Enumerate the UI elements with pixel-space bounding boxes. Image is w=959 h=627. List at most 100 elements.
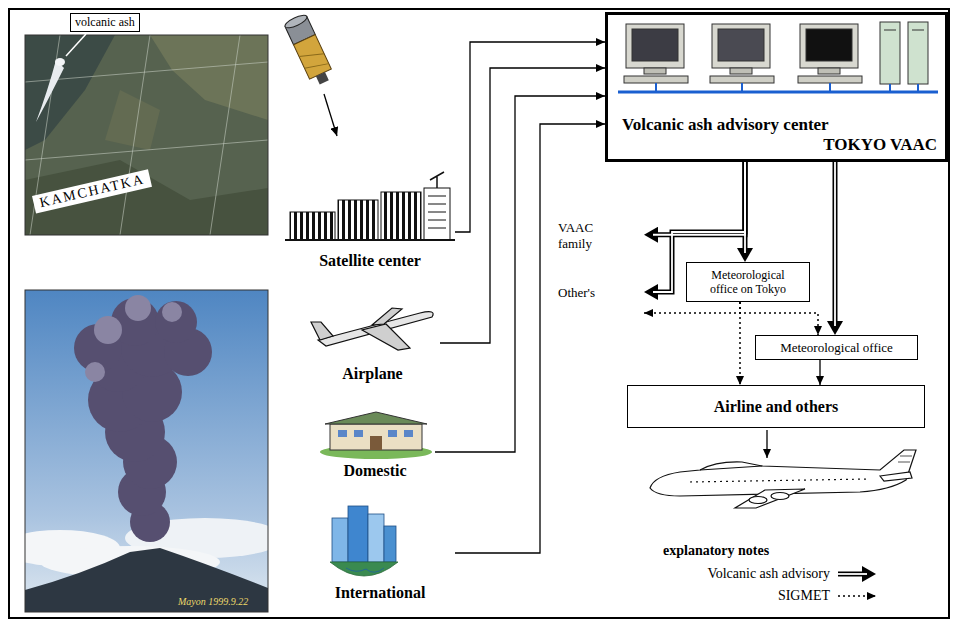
report-arrow xyxy=(455,124,605,553)
office-box: Meteorological office xyxy=(755,335,918,360)
computer-icons xyxy=(624,76,688,83)
photo-frame xyxy=(25,290,268,612)
domestic-icon xyxy=(338,430,413,437)
satellite-icon xyxy=(283,13,308,30)
computer-icons xyxy=(712,24,770,68)
computer-icons xyxy=(710,76,774,83)
leader-line xyxy=(66,34,86,56)
domestic-icon xyxy=(388,430,397,437)
satellite-image xyxy=(25,35,115,150)
building-icon xyxy=(381,192,421,240)
international-icon xyxy=(346,568,384,572)
international-icon xyxy=(332,518,348,562)
eruption-photo xyxy=(74,298,212,542)
computer-icons xyxy=(718,29,764,61)
advisory-arrow xyxy=(833,162,838,329)
recipient-text: Other's xyxy=(556,282,644,318)
node-text: Meteorological office on Tokyo xyxy=(699,268,797,297)
airplane-icon xyxy=(311,322,333,340)
legend-swatch xyxy=(836,588,880,604)
jumbo-jet xyxy=(880,472,912,481)
jumbo-jet xyxy=(749,497,767,504)
node-text: Airplane xyxy=(342,365,402,383)
office-box: Meteorological office on Tokyo xyxy=(686,262,810,302)
eruption-photo xyxy=(162,302,182,322)
legend-heading: explanatory notes xyxy=(663,543,769,559)
domestic-icon xyxy=(330,424,422,450)
legend-line-sample xyxy=(838,572,870,577)
report-arrow xyxy=(455,42,605,232)
eruption-photo xyxy=(25,290,268,612)
international-icon xyxy=(330,506,398,576)
legend-text: SIGMET xyxy=(778,588,830,604)
photo-caption: Mayon 1999.9.22 xyxy=(178,596,248,607)
computer-icons xyxy=(644,68,666,74)
building-icon xyxy=(285,172,455,240)
source-icon: International xyxy=(305,500,455,604)
computer-icons xyxy=(880,22,900,84)
domestic-icon xyxy=(404,430,413,437)
domestic-icon xyxy=(325,412,427,424)
computer-icons xyxy=(798,76,862,83)
downlink-arrow xyxy=(324,94,337,136)
node-text: TOKYO VAAC xyxy=(622,135,937,155)
double-line-cores xyxy=(653,162,835,326)
node-text: Meteorological office xyxy=(780,340,893,356)
eruption-photo xyxy=(85,295,182,382)
recipient-text: VAAC family xyxy=(556,217,644,253)
computer-icons xyxy=(908,22,928,84)
building-icon xyxy=(428,196,446,228)
satellite-icon xyxy=(299,46,329,73)
eruption-photo xyxy=(85,362,105,382)
frame xyxy=(9,9,949,618)
satellite-image xyxy=(25,35,268,235)
image-frame xyxy=(25,35,268,235)
satellite-image xyxy=(25,160,268,235)
jumbo-jet xyxy=(771,493,789,500)
satellite-image xyxy=(25,35,268,235)
computer-icons xyxy=(632,29,678,61)
computer-icons xyxy=(800,24,858,68)
legend-line-core xyxy=(838,573,867,575)
airline-box: Airline and others xyxy=(627,385,925,428)
eruption-photo xyxy=(25,290,268,612)
satellite-icon xyxy=(283,13,335,87)
airplane-icon xyxy=(311,308,433,350)
node-text: Domestic xyxy=(343,462,406,480)
eruption-photo xyxy=(155,301,197,343)
node-text: VAAC family xyxy=(558,220,614,253)
advisory-arrow xyxy=(650,162,745,235)
eruption-photo xyxy=(25,548,268,612)
computer-icons xyxy=(818,68,840,74)
sigmet-arrow xyxy=(739,302,741,385)
report-arrow xyxy=(819,360,820,385)
legend-line-sample xyxy=(838,595,876,597)
computer-icons xyxy=(626,24,684,68)
international-icon xyxy=(368,514,384,562)
international-icon xyxy=(348,506,368,562)
callout-label: volcanic ash xyxy=(70,13,140,32)
source-icon: Domestic xyxy=(315,405,435,482)
airplane-icon xyxy=(372,308,402,325)
node-text: Other's xyxy=(558,285,614,301)
computer-icons xyxy=(884,30,924,31)
domestic-icon xyxy=(338,430,347,437)
double-line-core xyxy=(744,162,746,253)
computer-icons xyxy=(618,22,938,92)
computer-icons xyxy=(730,68,752,74)
legend-swatch xyxy=(836,566,880,582)
advisory-arrow xyxy=(743,162,748,256)
satellite-image xyxy=(150,35,268,120)
building-icon xyxy=(285,239,455,241)
building-icon xyxy=(290,212,335,240)
map-label: KAMCHATKA xyxy=(32,169,152,213)
node-text: International xyxy=(335,584,426,602)
source-icon: Satellite center xyxy=(285,172,455,272)
computer-icons xyxy=(806,29,852,61)
building-icon xyxy=(430,172,444,188)
report-arrow xyxy=(435,96,605,452)
report-arrow xyxy=(440,68,605,343)
legend-text: Volcanic ash advisory xyxy=(707,566,830,582)
jumbo-jet xyxy=(700,466,762,470)
